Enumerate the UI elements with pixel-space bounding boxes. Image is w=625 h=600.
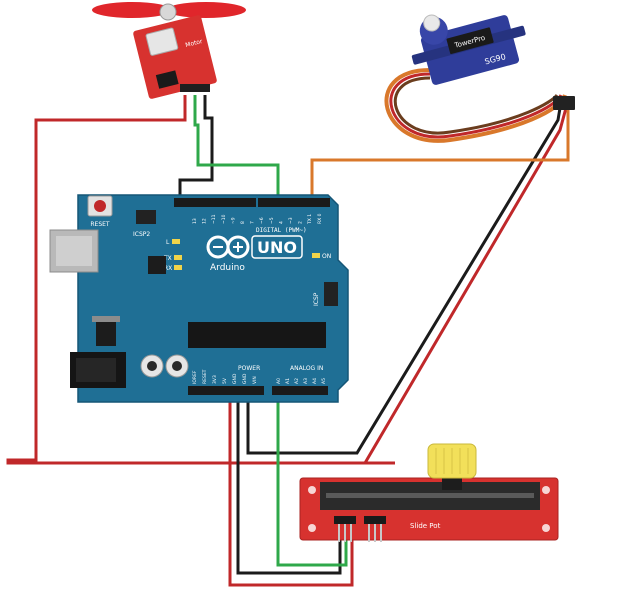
power-header (188, 386, 264, 395)
wire-red-fan-loop (6, 95, 395, 465)
slidepot-header-right (364, 516, 386, 524)
fan-blade-left (92, 2, 172, 18)
analog-pin-label-3: A3 (303, 378, 309, 384)
digital-pin-label-6: 7 (250, 221, 256, 224)
wire-black-fan-gnd (178, 95, 214, 200)
digital-pin-label-10: ~3 (288, 217, 294, 224)
servo-horn (423, 14, 441, 32)
digital-pin-label-12: TX 1 (307, 214, 313, 225)
power-pin-label-4: GND (232, 373, 238, 384)
digital-header-right (258, 198, 330, 207)
analog-pin-label-4: A4 (312, 378, 318, 384)
power-label: POWER (238, 365, 260, 372)
servo-connector (553, 96, 575, 110)
tx-led-label: TX (163, 255, 172, 262)
power-pin-label-0: IOREF (192, 370, 198, 384)
on-led (312, 253, 320, 258)
digital-pin-label-13: RX 0 (317, 213, 323, 224)
wire-orange-servo-signal (310, 108, 570, 200)
power-pin-label-6: VIN (252, 376, 258, 384)
wire-green-slidepot-a0 (276, 390, 348, 567)
logo-uno: UNO (257, 238, 297, 257)
atmega-chip (188, 322, 326, 348)
icsp-header (324, 282, 338, 306)
icsp2-label: ICSP2 (133, 231, 150, 238)
power-pin-label-5: GND (242, 373, 248, 384)
digital-pin-label-9: 4 (278, 221, 284, 224)
analog-pin-label-1: A1 (285, 378, 291, 384)
reset-label: RESET (90, 221, 110, 228)
power-pin-labels: IOREF RESET 3V3 5V GND GND VIN (192, 369, 258, 384)
wire-black-to-servo (246, 107, 562, 455)
fan-header (180, 84, 210, 92)
fan-motor (145, 27, 179, 56)
l-led-label: L (166, 239, 170, 246)
digital-pin-label-11: 2 (298, 221, 304, 224)
slidepot-label: Slide Pot (410, 522, 441, 530)
icsp2-header: ICSP2 (133, 210, 156, 238)
regulator (96, 320, 116, 346)
digital-pin-label-1: 12 (202, 218, 208, 224)
tx-led (174, 255, 182, 260)
wire-red-to-slidepot (228, 390, 354, 587)
rx-led-label: RX (164, 265, 172, 272)
fan-blade-right (166, 2, 246, 18)
digital-pin-label-4: ~9 (230, 217, 236, 224)
fan-hub (159, 3, 177, 21)
digital-pin-label-2: ~11 (211, 214, 217, 224)
wire-red-to-servo (363, 107, 568, 464)
digital-header-left (174, 198, 256, 207)
slidepot-header-left (334, 516, 356, 524)
rx-led (174, 265, 182, 270)
arduino-logo: UNO Arduino (206, 235, 303, 273)
digital-pin-label-8: ~5 (269, 217, 275, 224)
analog-pin-label-2: A2 (294, 378, 300, 384)
logo-brand: Arduino (210, 263, 245, 273)
wire-black-to-slidepot (236, 390, 342, 575)
slide-potentiometer: Slide Pot (299, 443, 559, 542)
on-label: ON (322, 253, 331, 260)
digital-pin-label-3: ~10 (221, 214, 227, 224)
wire-green-fan-signal (193, 95, 280, 200)
analog-pin-label-5: A5 (321, 378, 327, 384)
small-chip (148, 256, 166, 274)
power-pin-label-2: 3V3 (212, 375, 218, 384)
power-pin-label-3: 5V (222, 377, 228, 384)
analog-pin-label-0: A0 (276, 378, 282, 384)
slidepot-knob[interactable] (427, 443, 477, 490)
digital-pin-label-7: ~6 (259, 217, 265, 224)
analog-header (272, 386, 328, 395)
icsp-label: ICSP (313, 292, 320, 306)
analog-label: ANALOG IN (290, 365, 323, 372)
power-pin-label-1: RESET (202, 369, 208, 384)
fan-label: Motor (185, 38, 204, 49)
arduino-board (77, 194, 349, 403)
servo-cable (384, 68, 567, 143)
fan-module: Motor (92, 2, 246, 99)
digital-label: DIGITAL (PWM~) (256, 227, 307, 234)
digital-pin-label-0: 13 (192, 218, 198, 224)
l-led (172, 239, 180, 244)
servo-motor: TowerPro SG90 (384, 14, 575, 143)
fan-chip (155, 70, 179, 89)
capacitors (140, 354, 189, 378)
digital-pin-label-5: 8 (240, 221, 246, 224)
